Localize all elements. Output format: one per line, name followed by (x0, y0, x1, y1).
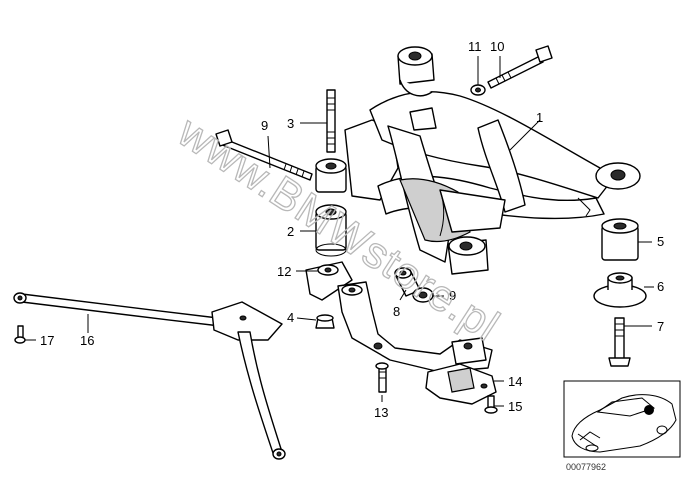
top-hex-bolt (487, 45, 553, 89)
callout-13: 13 (374, 405, 388, 420)
vibration-damper (425, 363, 497, 405)
self-locking-nut (315, 314, 335, 329)
callout-16: 16 (80, 333, 94, 348)
vehicle-locator-inset (563, 380, 681, 458)
hex-bolt (608, 317, 631, 367)
long-hex-bolt (215, 129, 313, 181)
callout-14: 14 (508, 374, 522, 389)
washer (470, 84, 486, 96)
callout-5: 5 (657, 234, 664, 249)
callout-9-left: 9 (261, 118, 268, 133)
fillister-head-screw (375, 362, 389, 393)
callout-17: 17 (40, 333, 54, 348)
callout-15: 15 (508, 399, 522, 414)
rubber-bushing (315, 204, 347, 257)
location-marker-dot (644, 405, 654, 415)
rear-axle-subframe (344, 46, 641, 275)
callout-10: 10 (490, 39, 504, 54)
callout-4: 4 (287, 310, 294, 325)
leader-lines (25, 56, 654, 407)
stud-bolt (326, 89, 336, 153)
callout-9-right: 9 (449, 288, 456, 303)
upper-mount-bushing (315, 158, 347, 193)
callout-6: 6 (657, 279, 664, 294)
callout-1: 1 (536, 110, 543, 125)
stop-buffer-plate (593, 272, 647, 308)
callout-3: 3 (287, 116, 294, 131)
strut-screw (14, 325, 26, 344)
rubber-mount-bushing (601, 218, 639, 261)
screw (484, 395, 498, 414)
document-id: 00077962 (566, 462, 606, 472)
tension-strut (13, 292, 286, 460)
callout-12: 12 (277, 264, 291, 279)
callouts: 1 2 3 4 5 6 7 8 9 9 10 11 12 13 14 15 16… (40, 39, 664, 420)
bushing-ring (412, 287, 434, 303)
callout-2: 2 (287, 224, 294, 239)
mounting-bracket (305, 261, 493, 373)
callout-7: 7 (657, 319, 664, 334)
callout-11: 11 (468, 39, 482, 54)
callout-8: 8 (393, 304, 400, 319)
